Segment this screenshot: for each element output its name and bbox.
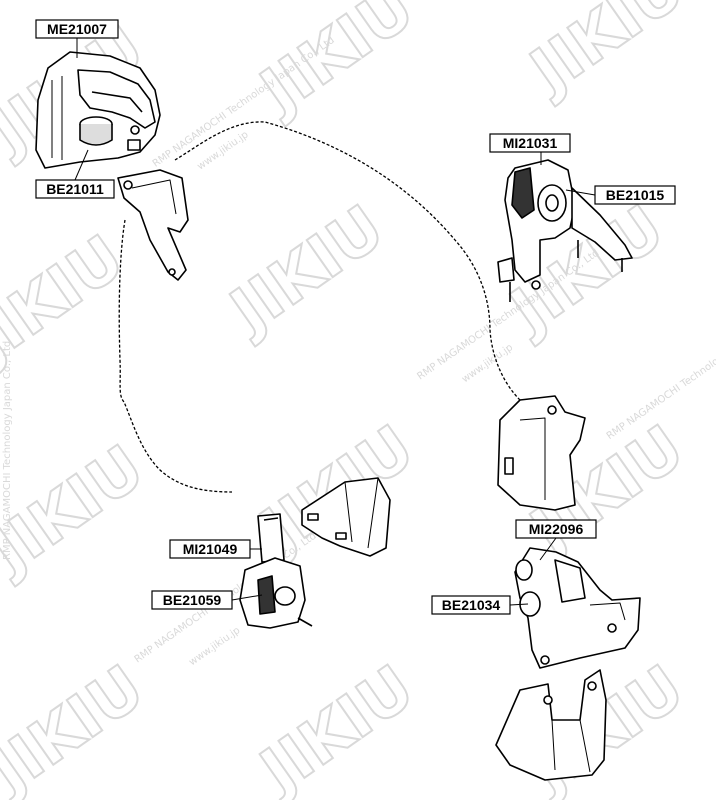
bracket-bottom-right [495, 669, 607, 781]
bracket-center-bottom [301, 477, 391, 557]
part-label-mi21031: MI21031 [489, 133, 571, 153]
mount-mi21031 [497, 159, 633, 302]
watermark-brand: JIKIU [244, 651, 426, 800]
watermark-brand: JIKIU [214, 191, 396, 349]
part-label-text: BE21034 [442, 597, 501, 613]
watermark-brand: JIKIU [514, 0, 696, 109]
part-label-mi21049: MI21049 [169, 539, 251, 559]
part-label-mi22096: MI22096 [515, 519, 597, 539]
bracket-top-left [117, 169, 189, 281]
part-label-be21011: BE21011 [35, 179, 115, 199]
mount-me21007 [35, 51, 161, 169]
engine-outline [118, 121, 521, 493]
part-label-text: BE21059 [163, 592, 222, 608]
part-label-text: MI22096 [529, 521, 584, 537]
part-label-be21015: BE21015 [594, 185, 676, 205]
part-label-be21034: BE21034 [431, 595, 511, 615]
part-label-text: ME21007 [47, 21, 107, 37]
leader-lines [74, 38, 596, 606]
mount-mi22096 [514, 547, 641, 669]
watermark-brand: JIKIU [0, 221, 137, 379]
mount-mi21049 [239, 513, 313, 629]
watermark-brand: JIKIU [0, 431, 157, 589]
part-label-text: MI21049 [183, 541, 238, 557]
part-label-text: BE21011 [46, 181, 104, 197]
watermark-brand: JIKIU [244, 0, 426, 129]
part-label-text: MI21031 [503, 135, 558, 151]
bracket-right-middle [497, 395, 586, 511]
part-label-be21059: BE21059 [151, 590, 233, 610]
part-label-me21007: ME21007 [35, 19, 119, 39]
part-label-text: BE21015 [606, 187, 665, 203]
watermark-company: RMP NAGAMOCHI Technology Japan Co., Ltd [2, 341, 13, 560]
watermark-brand: JIKIU [0, 651, 157, 800]
watermark-url: www.jikiu.jp [187, 625, 242, 668]
